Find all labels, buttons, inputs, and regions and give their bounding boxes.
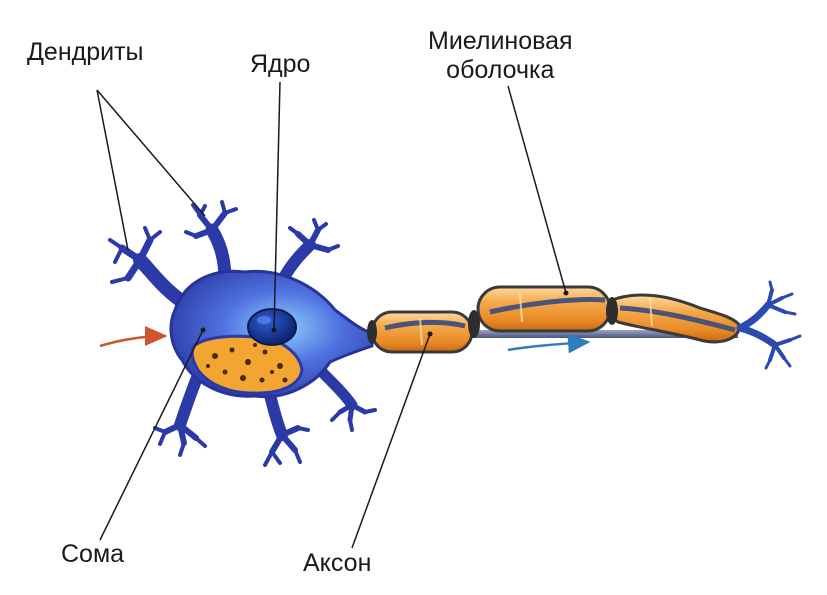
axon-leader [351, 333, 431, 549]
soma-granules [206, 343, 288, 383]
dendrites-leader-a [96, 89, 129, 251]
axon-label: Аксон [303, 549, 372, 577]
myelin-label-line2: оболочка [446, 56, 555, 84]
input-signal-arrow [99, 326, 168, 348]
dendrites-leader-b [96, 89, 206, 217]
axon-shape [367, 285, 742, 354]
dendrites-shape [108, 200, 377, 467]
dendrites-label: Дендриты [27, 38, 144, 66]
leader-dots [200, 290, 569, 337]
nucleus-label: Ядро [250, 50, 311, 78]
axon-terminal-shape [736, 280, 802, 370]
myelin-sheath-label: Миелиновая оболочка [428, 27, 573, 85]
nucleus-shape [247, 308, 297, 346]
soma-leader [99, 329, 204, 541]
myelin-leader [507, 85, 567, 294]
leader-lines [96, 81, 567, 549]
soma-label: Сома [61, 540, 125, 568]
myelin-label-line1: Миелиновая [428, 27, 573, 55]
output-signal-arrow [507, 333, 591, 354]
nucleus-leader [273, 81, 281, 331]
